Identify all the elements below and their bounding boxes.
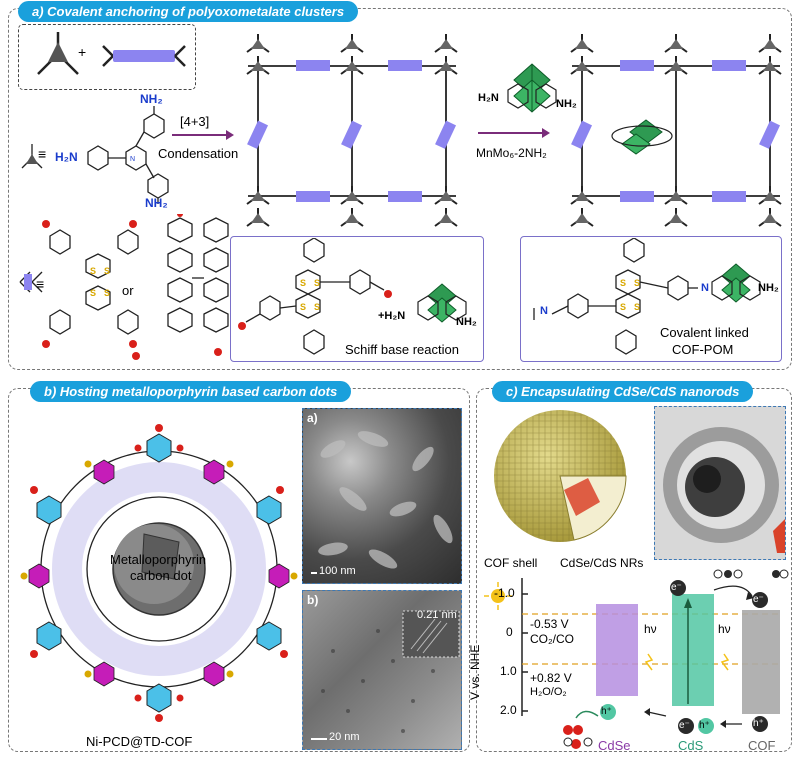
svg-text:S: S	[300, 302, 306, 312]
pom-cluster-reagent	[507, 63, 557, 113]
sem-tag: a)	[307, 411, 318, 425]
covalent-label-2: COF-POM	[672, 342, 734, 357]
cds-bottom-electron: e⁻	[679, 720, 690, 731]
label-cds: CdS	[678, 738, 704, 753]
svg-text:S: S	[90, 288, 96, 298]
svg-text:S: S	[634, 302, 640, 312]
metalloporphyrin-label-2: carbon dot	[130, 568, 192, 583]
covalent-n-right: N	[701, 282, 709, 294]
triamine-h2n: H₂N	[55, 150, 78, 164]
pot-h2o-couple: H₂O/O₂	[530, 686, 567, 698]
tem-lattice: 0.21 nm	[417, 609, 457, 621]
tick-0: 0	[506, 625, 513, 639]
sem-scale: 100 nm	[319, 565, 356, 577]
pot-h2o-value: +0.82 V	[530, 671, 572, 685]
step1-arrow	[172, 130, 234, 140]
label-cdse: CdSe	[598, 738, 631, 753]
panel-b-title: b) Hosting metalloporphyrin based carbon…	[30, 381, 352, 402]
monomer-legend	[18, 24, 196, 90]
panel-a	[8, 8, 792, 370]
covalent-label-1: Covalent linked	[660, 325, 749, 340]
cds-hole: h⁺	[699, 720, 710, 731]
schiff-plus-h2n: +H₂N	[378, 310, 406, 322]
tick-2: 2.0	[500, 703, 517, 717]
schiff-base-label: Schiff base reaction	[345, 342, 459, 357]
svg-text:S: S	[634, 278, 640, 288]
cof-lattice-1	[246, 33, 458, 227]
band-diagram	[484, 569, 789, 749]
panel-c-title: c) Encapsulating CdSe/CdS nanorods	[492, 381, 754, 402]
svg-text:S: S	[104, 266, 110, 276]
svg-text:S: S	[620, 278, 626, 288]
triamine-nh2-top: NH₂	[140, 92, 163, 106]
reagent-nh2: NH₂	[556, 98, 577, 110]
ni-pcd-caption: Ni-PCD@TD-COF	[86, 734, 193, 749]
dialdehyde-equiv: ≡	[36, 276, 45, 292]
svg-text:S: S	[314, 278, 320, 288]
hv-left: hν	[644, 622, 657, 636]
triamine-structure: N	[21, 106, 169, 204]
tick-1: 1.0	[500, 664, 517, 678]
cof-lattice-2	[570, 33, 782, 227]
sem-image: a) 100 nm	[302, 408, 462, 584]
legend-plus: +	[78, 44, 87, 60]
metalloporphyrin-label-1: Metalloporphyrin	[110, 552, 207, 567]
step1-label: [4+3]	[180, 114, 210, 129]
cds-electron: e⁻	[671, 582, 682, 593]
reagent-h2n: H₂N	[478, 92, 499, 104]
svg-text:S: S	[314, 302, 320, 312]
label-cof: COF	[748, 738, 776, 753]
tick-minus1: -1.0	[494, 586, 515, 600]
pot-co2-couple: CO₂/CO	[530, 632, 574, 646]
hv-right: hν	[718, 622, 731, 636]
td-cof-ring	[20, 424, 298, 722]
tem-core-shell	[654, 406, 786, 560]
svg-text:S: S	[90, 266, 96, 276]
triamine-equiv: ≡	[38, 146, 47, 162]
or-label: or	[122, 283, 134, 298]
covalent-nh2: NH₂	[758, 282, 779, 294]
triamine-nh2-bottom: NH₂	[145, 196, 168, 210]
cof-shell-label: COF shell	[484, 556, 538, 570]
cof-hole: h⁺	[753, 718, 764, 729]
svg-text:S: S	[620, 302, 626, 312]
svg-text:N: N	[130, 156, 135, 163]
cdse-nr-label: CdSe/CdS NRs	[560, 556, 644, 570]
svg-text:S: S	[300, 278, 306, 288]
svg-text:S: S	[104, 288, 110, 298]
covalent-n-left: N	[540, 305, 548, 317]
step2-arrow	[478, 128, 550, 138]
monomer-legend-art	[37, 32, 186, 75]
tem-image: b) 0.21 nm 20 nm	[302, 590, 462, 750]
tem-scale: 20 nm	[329, 731, 360, 743]
step2-label: MnMo₆-2NH₂	[476, 146, 547, 160]
cdse-hole: h⁺	[601, 706, 612, 717]
core-shell-sphere	[494, 410, 627, 542]
panel-a-title: a) Covalent anchoring of polyoxometalate…	[18, 1, 359, 22]
cof-electron: e⁻	[753, 594, 764, 605]
schiff-nh2: NH₂	[456, 316, 477, 328]
pot-co2-value: -0.53 V	[530, 617, 569, 631]
y-axis-label: V vs. NHE	[468, 644, 482, 700]
tem-tag: b)	[307, 593, 319, 607]
step1-sublabel: Condensation	[158, 146, 239, 161]
